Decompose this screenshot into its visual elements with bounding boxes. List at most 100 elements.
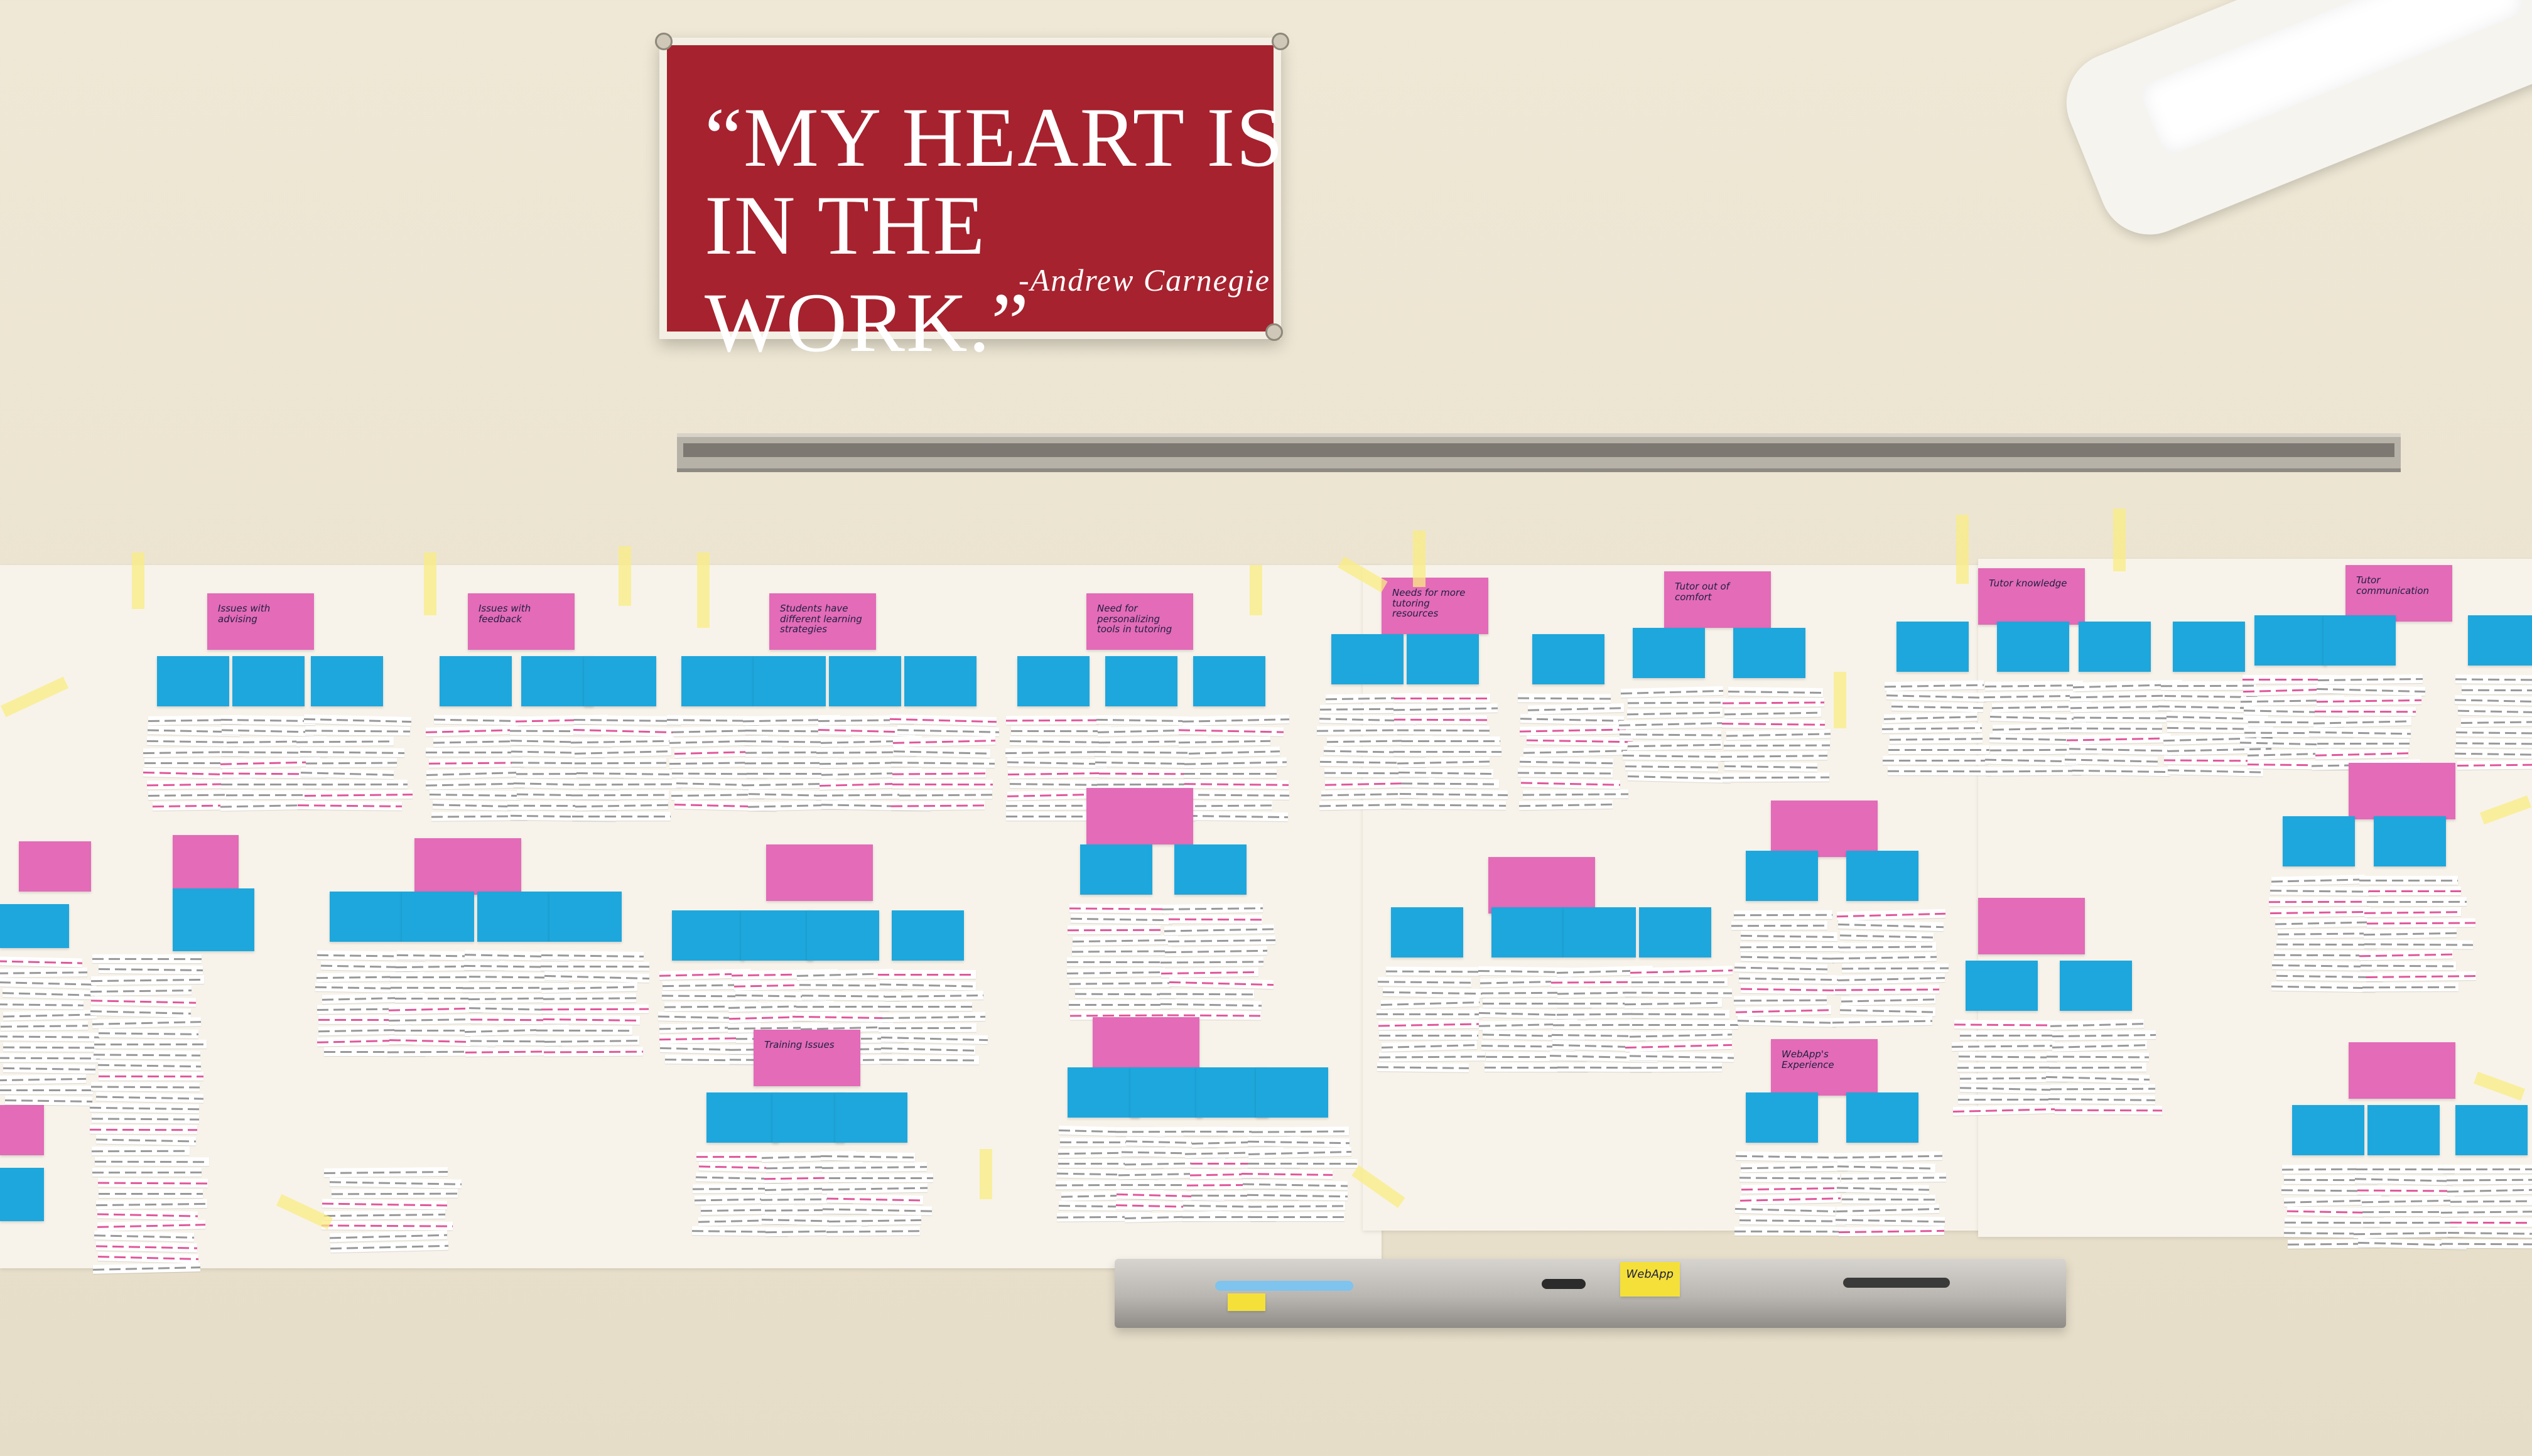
quote-strip (2273, 950, 2367, 960)
blue-sticky-note (1846, 1092, 1918, 1143)
quote-strip (2366, 897, 2467, 907)
quote-strip (879, 1001, 973, 1011)
quote-strip (1839, 1226, 1945, 1237)
quote-strip (2450, 1196, 2532, 1206)
quote-strip (94, 1157, 209, 1167)
blue-sticky-note (754, 656, 826, 706)
quote-strip (1167, 935, 1275, 946)
quote-strip (541, 961, 649, 971)
quote-strip (1734, 1226, 1843, 1236)
pink-sticky-note: WebApp's Experience (1771, 1039, 1878, 1096)
pink-sticky-note (1978, 898, 2085, 954)
marker[interactable] (1215, 1281, 1353, 1291)
quote-strip (1832, 1016, 1933, 1027)
quote-strip (1841, 1194, 1936, 1204)
quote-strip (1834, 984, 1940, 995)
quote-strip (892, 768, 986, 779)
quote-strip (2069, 691, 2166, 702)
pink-sticky-note (1093, 1017, 1199, 1074)
quote-strip (1734, 963, 1827, 974)
quote-strip (99, 1028, 199, 1038)
quote-strip (2443, 1164, 2532, 1174)
blue-sticky-note (1633, 628, 1705, 678)
quote-strip (1519, 757, 1613, 768)
quote-strip (899, 790, 992, 800)
quote-strip (1734, 995, 1827, 1005)
tack-bottom-right (1265, 323, 1283, 341)
quote-strip (2359, 875, 2459, 885)
quote-strip (1011, 726, 1111, 736)
quote-strip (0, 1032, 99, 1042)
quote-strip (221, 715, 315, 726)
quote-strip (1397, 725, 1490, 735)
quote-strip (1960, 1030, 2054, 1040)
quote-strip (1622, 750, 1729, 762)
quote-strip (90, 1103, 200, 1114)
quote-strip (1731, 920, 1828, 930)
quote-strip (1722, 698, 1824, 708)
quote-strip (3, 1042, 96, 1052)
banner-attribution: -Andrew Carnegie (1019, 262, 1270, 298)
blue-sticky-note (1532, 634, 1604, 684)
quote-strip (828, 1215, 921, 1226)
pink-sticky-note (766, 844, 873, 901)
blue-sticky-note (521, 656, 593, 706)
blue-sticky-note (1746, 851, 1818, 901)
quote-strip (571, 811, 671, 821)
quote-strip (1379, 1030, 1479, 1040)
pink-sticky-note: Training Issues (754, 1030, 860, 1086)
marker[interactable] (1843, 1278, 1950, 1288)
blue-sticky-note (2468, 615, 2532, 666)
sticky-note-label: WebApp's Experience (1782, 1049, 1834, 1070)
quote-strip (1095, 747, 1203, 757)
blue-sticky-note (1174, 844, 1247, 895)
blue-sticky-note (0, 904, 69, 948)
quote-strip (1169, 914, 1262, 924)
blue-sticky-note (1564, 907, 1636, 957)
pink-sticky-note: Tutor knowledge (1978, 568, 2085, 625)
quote-strip (1393, 715, 1487, 725)
quote-strip (2278, 929, 2372, 939)
quote-strip (1625, 988, 1733, 998)
blue-sticky-note (2254, 615, 2327, 666)
blue-sticky-note (892, 910, 964, 961)
quote-strip (1740, 952, 1834, 963)
masking-tape (1413, 531, 1426, 587)
quote-strip (1247, 1158, 1358, 1168)
quote-strip (305, 726, 411, 736)
quote-strip (388, 1014, 482, 1025)
blue-sticky-note (402, 892, 474, 942)
quote-strip (826, 1194, 924, 1205)
pink-sticky-note (1488, 857, 1595, 914)
quote-strip (1006, 811, 1098, 821)
quote-strip (1836, 1151, 1942, 1162)
quote-strip (2368, 886, 2461, 896)
quote-strip (91, 1114, 200, 1124)
quote-strip (3, 1063, 96, 1074)
quote-strip (1162, 903, 1263, 914)
wall-rail (677, 433, 2401, 472)
quote-strip (1835, 1215, 1945, 1226)
quote-strip (1009, 736, 1108, 747)
quote-strip (1735, 1151, 1837, 1162)
pink-sticky-note (1086, 788, 1193, 844)
quote-strip (1402, 736, 1501, 746)
quote-strip (2052, 1030, 2156, 1041)
quote-strip (1728, 686, 1823, 698)
quote-strip (1250, 1212, 1344, 1222)
quote-strip (304, 789, 413, 801)
blue-sticky-note (1331, 634, 1404, 684)
quote-banner: “MY HEART IS IN THE WORK.” -Andrew Carne… (659, 38, 1283, 370)
quote-strip (2361, 961, 2456, 971)
quote-strip (1984, 755, 2078, 766)
quote-strip (305, 779, 408, 789)
marker[interactable] (1542, 1279, 1586, 1289)
quote-strip (541, 950, 644, 961)
sticky-note-label: Training Issues (764, 1039, 835, 1051)
masking-tape (2113, 509, 2126, 571)
quote-strip (2275, 917, 2368, 929)
quote-strip (1006, 715, 1100, 725)
quote-strip (536, 1025, 632, 1035)
blue-sticky-note (477, 892, 549, 942)
quote-strip (323, 1209, 445, 1221)
